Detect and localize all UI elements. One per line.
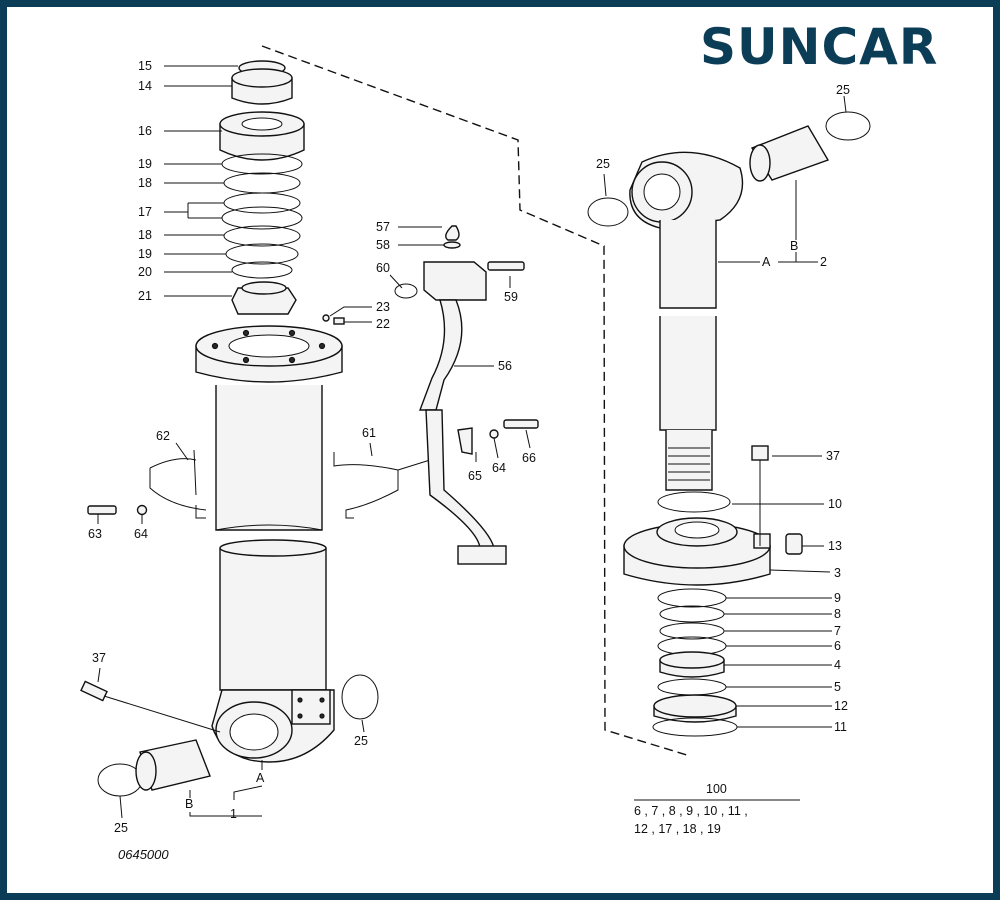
label-part-58: 58 [376,238,390,252]
label-part-25-c: 25 [596,157,610,171]
label-part-59: 59 [504,290,518,304]
label-part-64-b: 64 [492,461,506,475]
part-37-grease-nipple-a [80,680,108,702]
label-part-57: 57 [376,220,390,234]
label-part-12: 12 [834,699,848,713]
label-part-37-b: 37 [826,449,840,463]
part-18-ring [223,172,301,194]
label-part-16: 16 [138,124,152,138]
label-part-4: 4 [834,658,841,672]
kit-parts-line1: 6 , 7 , 8 , 9 , 10 , 11 , [634,804,748,818]
label-part-64: 64 [134,527,148,541]
label-part-61: 61 [362,426,376,440]
label-part-25: 25 [354,734,368,748]
label-part-13: 13 [828,539,842,553]
part-61-clamp [333,452,431,519]
label-part-14: 14 [138,79,152,93]
label-part-6: 6 [834,639,841,653]
callout-labels: 15 14 16 19 18 17 18 19 20 21 23 22 57 5… [88,59,850,862]
label-part-65: 65 [468,469,482,483]
part-8-ring [659,605,725,623]
label-part-19: 19 [138,157,152,171]
seal-stack-left [219,60,345,325]
part-62-clamp [149,449,207,519]
label-part-3: 3 [834,566,841,580]
part-37-grease-nipple-b [751,445,769,461]
label-part-21: 21 [138,289,152,303]
label-part-56: 56 [498,359,512,373]
label-part-15: 15 [138,59,152,73]
kit-number: 100 [706,782,727,796]
part-20-ring [231,261,293,279]
label-part-23: 23 [376,300,390,314]
label-part-9: 9 [834,591,841,605]
cylinder-tube [195,325,343,763]
label-part-5: 5 [834,680,841,694]
label-part-25-b: 25 [114,821,128,835]
kit-parts-line2: 12 , 17 , 18 , 19 [634,822,721,836]
part-25-ring-d [825,111,871,141]
label-part-63: 63 [88,527,102,541]
part-64-washer-a [136,504,148,516]
part-13-bolt [785,533,803,555]
hose-assembly [394,225,539,565]
part-25-ring-c [587,197,629,227]
exploded-parts-diagram: SUNCAR [80,18,938,862]
label-part-37: 37 [92,651,106,665]
label-part-11: 11 [834,720,847,734]
brand-logo: SUNCAR [700,18,938,76]
assembly-boundary-dashed [261,45,691,757]
drawing-code: 0645000 [118,847,169,862]
part-3-piston [623,517,771,586]
label-part-66: 66 [522,451,536,465]
label-part-18: 18 [138,176,152,190]
label-part-1: 1 [230,807,237,821]
label-part-10: 10 [828,497,842,511]
label-part-8: 8 [834,607,841,621]
part-21-nut [231,287,297,315]
label-part-2: 2 [820,255,827,269]
leader-lines [97,65,847,819]
label-part-18-b: 18 [138,228,152,242]
label-part-22: 22 [376,317,390,331]
part-25-ring-b [341,674,379,720]
label-part-7: 7 [834,624,841,638]
part-10-ring [657,491,731,513]
label-A-left: A [256,771,265,785]
part-18-ring-b [223,225,301,247]
label-B-left: B [185,797,193,811]
label-part-60: 60 [376,261,390,275]
label-part-17: 17 [138,205,152,219]
part-63-fitting [87,505,117,515]
label-part-19-b: 19 [138,247,152,261]
label-part-62: 62 [156,429,170,443]
part-9-ring [657,588,727,608]
label-A-right: A [762,255,771,269]
part-19-ring-b [225,243,299,265]
label-B-right: B [790,239,798,253]
piston-rod [629,151,744,491]
part-5-ring [657,678,727,696]
label-part-20: 20 [138,265,152,279]
label-part-25-d: 25 [836,83,850,97]
